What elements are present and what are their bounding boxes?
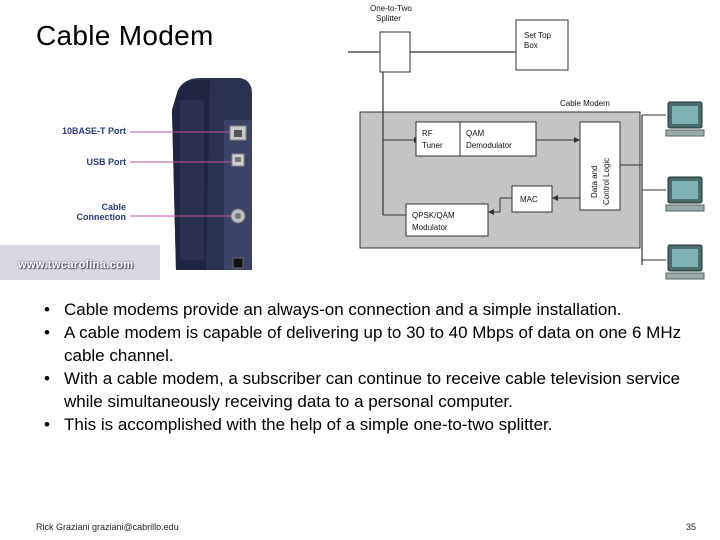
bullet-item: • Cable modems provide an always-on conne… xyxy=(44,298,704,321)
splitter-label-line1: One-to-Two xyxy=(370,4,412,13)
bullet-text: Cable modems provide an always-on connec… xyxy=(64,300,622,319)
cable-connection-label-line2: Connection xyxy=(76,212,127,222)
usb-port-label: USB Port xyxy=(86,157,126,167)
bullet-list: • Cable modems provide an always-on conne… xyxy=(44,298,704,436)
cable-modem-diagram: One-to-Two Splitter Set Top Box Cable Mo… xyxy=(340,0,720,280)
footer-author: Rick Graziani graziani@cabrillo.edu xyxy=(36,522,179,532)
page-title: Cable Modem xyxy=(36,20,214,51)
rf-tuner-box xyxy=(415,121,461,157)
page-number: 35 xyxy=(685,522,696,532)
qpsk-modulator-label-line2: Modulator xyxy=(412,223,448,232)
cable-connection-label-line1: Cable xyxy=(101,202,126,212)
rf-tuner-label-line1: RF xyxy=(422,129,433,138)
cable-modem-label: Cable Modem xyxy=(560,99,610,108)
bullet-text: This is accomplished with the help of a … xyxy=(64,415,553,434)
rf-tuner-label-line2: Tuner xyxy=(422,141,443,150)
bullet-text: A cable modem is capable of delivering u… xyxy=(64,323,682,365)
qpsk-modulator-label-line1: QPSK/QAM xyxy=(412,211,455,220)
set-top-box-label-line2: Box xyxy=(524,41,538,50)
mac-label: MAC xyxy=(520,195,538,204)
splitter-box xyxy=(379,31,411,73)
mac-box xyxy=(511,185,553,213)
computer-icon xyxy=(665,244,705,280)
qam-demodulator-label-line1: QAM xyxy=(466,129,485,138)
bullet-item: • This is accomplished with the help of a… xyxy=(44,413,704,436)
bullet-icon: • xyxy=(44,300,50,319)
ethernet-port-label: 10BASE-T Port xyxy=(61,126,126,136)
qam-demodulator-box xyxy=(459,121,537,157)
modem-illustration xyxy=(0,70,270,280)
computer-icon xyxy=(665,101,705,137)
data-control-label-line2: Control Logic xyxy=(602,158,611,205)
bullet-icon: • xyxy=(44,323,50,342)
photo-watermark: www.twcarolina.com xyxy=(18,259,134,271)
bullet-item: • With a cable modem, a subscriber can co… xyxy=(44,367,704,413)
data-control-label-line1: Data and xyxy=(590,166,599,198)
qam-demodulator-label-line2: Demodulator xyxy=(466,141,512,150)
diagram-svg: One-to-Two Splitter Set Top Box Cable Mo… xyxy=(348,4,705,280)
bullet-item: • A cable modem is capable of delivering … xyxy=(44,321,704,367)
data-control-logic-box xyxy=(579,121,621,211)
qpsk-modulator-box xyxy=(405,203,489,237)
bullet-text: With a cable modem, a subscriber can con… xyxy=(64,369,681,411)
computer-icon xyxy=(665,176,705,212)
set-top-box-label-line1: Set Top xyxy=(524,31,552,40)
bullet-icon: • xyxy=(44,415,50,434)
modem-photo: 10BASE-T Port USB Port Cable Connection xyxy=(0,70,270,280)
splitter-label-line2: Splitter xyxy=(376,14,401,23)
set-top-box xyxy=(515,19,569,71)
bullet-icon: • xyxy=(44,369,50,388)
